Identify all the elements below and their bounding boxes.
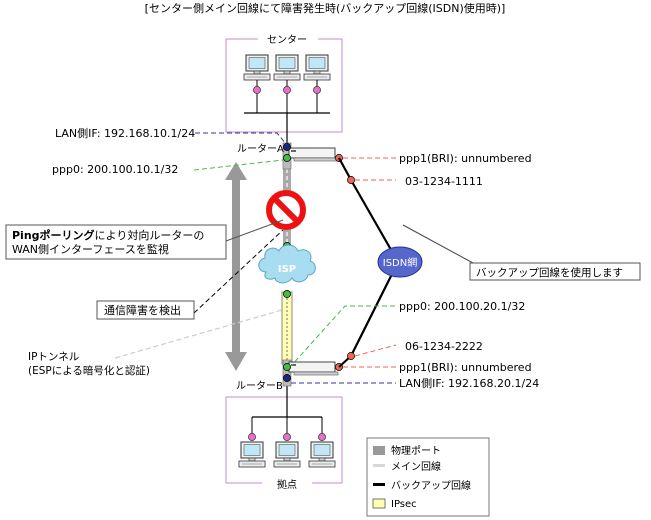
branch-site-box bbox=[225, 396, 343, 484]
ppp0-a-label: ppp0: 200.100.10.1/32 bbox=[52, 163, 178, 176]
failure-stop-icon bbox=[266, 190, 306, 230]
ping-callout-line2: WAN側インターフェースを監視 bbox=[12, 242, 169, 256]
ppp0-a-leader bbox=[193, 159, 284, 171]
legend-label-ipsec: IPsec bbox=[391, 499, 417, 510]
router-b bbox=[282, 359, 343, 387]
tel-b-leader bbox=[354, 344, 397, 357]
router-b-ppp0-port bbox=[283, 363, 291, 371]
router-a-lan-port bbox=[283, 143, 291, 151]
legend: 物理ポート メイン回線 バックアップ回線 IPsec bbox=[366, 437, 490, 517]
center-pc-1-node bbox=[253, 86, 261, 94]
center-pc-1 bbox=[243, 54, 271, 81]
ppp1-a-label: ppp1(BRI): unnumbered bbox=[399, 152, 532, 165]
detect-callout-box bbox=[96, 300, 195, 320]
isp-label: ISP bbox=[278, 264, 296, 275]
backup-callout-leader bbox=[402, 224, 540, 264]
branch-pcs bbox=[238, 378, 336, 468]
branch-pc-3 bbox=[308, 441, 336, 468]
lan-a-label: LAN側IF: 192.168.10.1/24 bbox=[55, 127, 195, 140]
detect-leader bbox=[193, 229, 284, 314]
router-b-lan-port bbox=[283, 374, 291, 382]
isp-cloud bbox=[258, 244, 316, 284]
main-line-port-bottom bbox=[283, 290, 291, 298]
ping-callout-line1: Pingポーリングにより対向ルーターの bbox=[12, 228, 204, 242]
isdn-cloud bbox=[377, 246, 423, 278]
branch-pc-1 bbox=[238, 441, 266, 468]
branch-pc-2-node bbox=[283, 433, 291, 441]
tel-a-label: 03-1234-1111 bbox=[405, 175, 483, 188]
diagram-title: [センター側メイン回線にて障害発生時(バックアップ回線(ISDN)使用時)] bbox=[145, 1, 506, 15]
center-pcs bbox=[243, 54, 331, 114]
center-site-label: センター bbox=[267, 34, 307, 46]
legend-label-physical-port: 物理ポート bbox=[391, 444, 441, 457]
ping-callout-box bbox=[5, 224, 227, 260]
tunnel-leader bbox=[114, 309, 283, 359]
isdn-port-a bbox=[347, 176, 355, 184]
router-a-ppp0-port bbox=[283, 154, 291, 162]
legend-swatch-physical-port bbox=[373, 446, 385, 455]
ip-tunnel-arrow bbox=[225, 162, 247, 371]
isdn-label: ISDN網 bbox=[383, 256, 417, 269]
branch-site-label: 拠点 bbox=[277, 478, 297, 491]
branch-pc-3-node bbox=[318, 433, 326, 441]
center-pc-2 bbox=[273, 54, 301, 81]
ppp0-b-label: ppp0: 200.100.20.1/32 bbox=[399, 300, 525, 313]
legend-swatch-ipsec bbox=[372, 498, 386, 509]
center-pc-2-node bbox=[283, 86, 291, 94]
ppp1-b-label: ppp1(BRI): unnumbered bbox=[399, 361, 532, 374]
legend-label-backup-line: バックアップ回線 bbox=[391, 479, 471, 492]
ping-leader bbox=[225, 219, 284, 242]
lan-a-leader bbox=[195, 132, 288, 146]
backup-callout-text: バックアップ回線を使用します bbox=[476, 266, 623, 279]
branch-pc-1-node bbox=[248, 433, 256, 441]
isdn-port-b bbox=[347, 352, 355, 360]
ppp0-b-leader bbox=[290, 305, 395, 367]
branch-pc-2 bbox=[273, 441, 301, 468]
tunnel-label-line1: IPトンネル bbox=[28, 351, 79, 363]
center-pc-3 bbox=[303, 54, 331, 81]
center-pc-3-node bbox=[313, 86, 321, 94]
router-a bbox=[282, 142, 343, 170]
legend-label-main-line: メイン回線 bbox=[391, 460, 441, 473]
center-site-box bbox=[225, 38, 343, 133]
lan-b-label: LAN側IF: 192.168.20.1/24 bbox=[399, 377, 539, 390]
detect-callout-text: 通信障害を検出 bbox=[104, 303, 181, 317]
router-a-label: ルーターA bbox=[237, 143, 284, 155]
legend-swatch-main-line bbox=[373, 464, 385, 467]
legend-swatch-backup-line bbox=[373, 483, 385, 486]
router-b-label: ルーターB bbox=[236, 380, 283, 392]
tunnel-label-line2: (ESPによる暗号化と認証) bbox=[28, 364, 150, 377]
backup-callout-box bbox=[469, 262, 641, 281]
tel-b-label: 06-1234-2222 bbox=[405, 340, 483, 353]
